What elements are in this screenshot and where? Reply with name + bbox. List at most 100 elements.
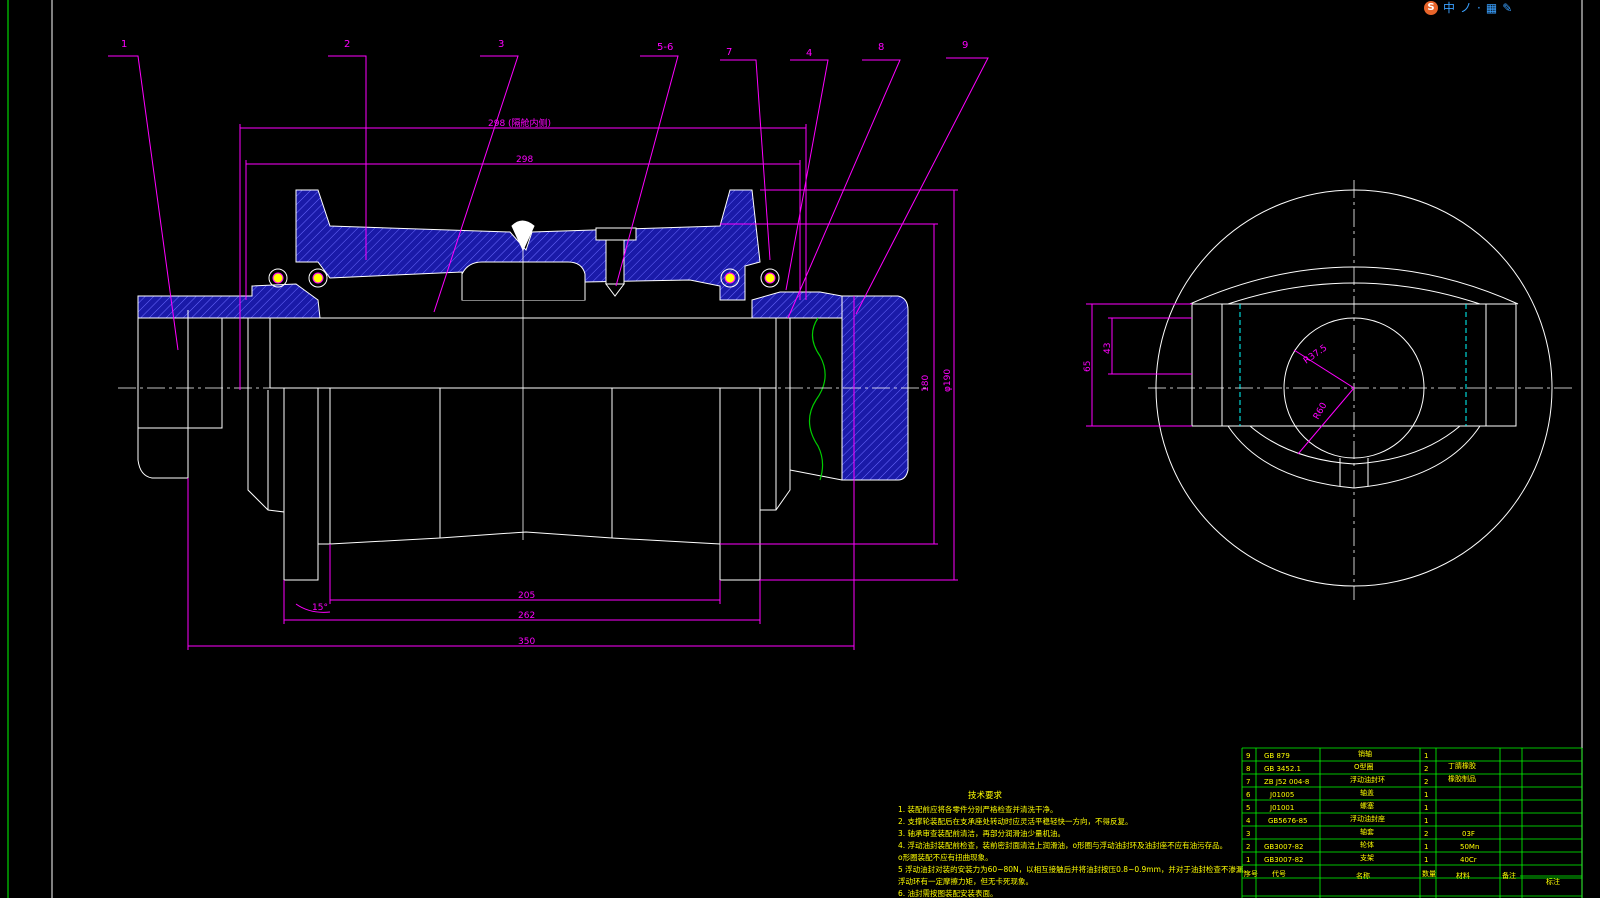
dim-side-inner: 43: [1103, 343, 1113, 354]
bom-rows: 9 GB 879 销轴 1 8 GB 3452.1 O型圈 2 丁腈橡胶 7 Z…: [1244, 749, 1560, 886]
bom-name: 浮动油封座: [1350, 814, 1385, 823]
note-line: 1. 装配前应将各零件分别严格检查并清洗干净。: [898, 804, 1058, 814]
balloon-5-6: 5-6: [657, 42, 673, 53]
bom-material: 40Cr: [1460, 856, 1477, 864]
balloon-1: 1: [121, 39, 127, 50]
bom-code: GB3007-82: [1264, 856, 1303, 864]
bom-name: 螺塞: [1360, 801, 1374, 810]
bom-no: 3: [1246, 830, 1250, 838]
ime-moon-icon[interactable]: ノ: [1460, 1, 1473, 15]
balloon-7: 7: [726, 47, 732, 58]
left-bearing: [268, 268, 328, 288]
technical-notes: 技术要求 1. 装配前应将各零件分别严格检查并清洗干净。 2. 支撑轮装配后在支…: [898, 790, 1251, 898]
lower-outline: [137, 310, 843, 581]
note-line: 6. 油封需按图装配安装表面。: [898, 888, 998, 898]
bolt-shank: [605, 239, 625, 285]
bom-header-name: 名称: [1356, 871, 1370, 880]
part-balloons: 1 2 3 5-6 7 4 8 9: [121, 39, 968, 59]
dim-bottom-inner: 205: [518, 591, 535, 601]
bom-qty: 1: [1424, 843, 1428, 851]
bom-name: 销轴: [1358, 749, 1372, 758]
bom-name: O型圈: [1354, 762, 1374, 771]
bom-header-code: 代号: [1272, 869, 1286, 878]
bom-code: ZB J52 004-8: [1264, 778, 1309, 786]
bom-qty: 1: [1424, 817, 1428, 825]
bom-qty: 2: [1424, 830, 1428, 838]
ime-skin-icon[interactable]: ✎: [1502, 1, 1513, 15]
ime-toolbar: S 中 ノ · ▦ ✎: [1420, 0, 1600, 16]
dim-bottom-mid: 262: [518, 611, 535, 621]
bom-qty: 1: [1424, 856, 1428, 864]
ime-keyboard-icon[interactable]: ▦: [1485, 1, 1498, 15]
bom-name: 轴套: [1360, 827, 1374, 836]
dim-chamfer: 15°: [312, 603, 328, 613]
side-view-dimensions: [1086, 303, 1355, 455]
bom-code: GB5676-85: [1268, 817, 1307, 825]
note-line: 2. 支撑轮装配后在支承座处转动时应灵活平稳轻快一方向，不得反复。: [898, 816, 1133, 826]
dim-diameter-small: 180: [921, 375, 931, 392]
bom-code: GB3007-82: [1264, 843, 1303, 851]
bom-name: 浮动油封环: [1350, 775, 1385, 784]
bom-code: J01001: [1269, 804, 1294, 812]
side-view: [1148, 180, 1572, 600]
bom-code: J01005: [1269, 791, 1294, 799]
bom-qty: 1: [1424, 752, 1428, 760]
note-line: 5 浮动油封对装的安装力为60~80N，以相互接触后并将油封按压0.8~0.9m…: [898, 864, 1251, 874]
dim-side-radius-inner: R60: [1312, 401, 1330, 422]
right-bearing: [720, 268, 780, 288]
note-line: 浮动环有一定摩擦力矩，但无卡死现象。: [898, 876, 1033, 886]
bom-no: 2: [1246, 843, 1250, 851]
leader-lines: [108, 55, 989, 351]
dim-side-radius-outer: R37.5: [1302, 343, 1329, 366]
ime-mode-button[interactable]: 中: [1443, 1, 1456, 15]
bom-table: 9 GB 879 销轴 1 8 GB 3452.1 O型圈 2 丁腈橡胶 7 Z…: [1241, 747, 1583, 898]
bom-name: 支架: [1360, 853, 1374, 862]
bom-header-no: 序号: [1244, 869, 1258, 878]
bom-header-extra: 标注: [1546, 877, 1560, 886]
bom-name: 轮体: [1360, 840, 1374, 849]
front-section-view: [118, 189, 930, 581]
notes-title: 技术要求: [968, 790, 1003, 801]
side-view-hidden-lines: [1239, 304, 1467, 426]
dimension-lines: [187, 124, 958, 650]
bom-grid: [1241, 747, 1583, 898]
bom-name: 轴盖: [1360, 788, 1374, 797]
dim-side-height: 65: [1083, 361, 1093, 372]
bom-qty: 1: [1424, 804, 1428, 812]
dim-top-inner: 298: [516, 155, 533, 165]
balloon-2: 2: [344, 39, 350, 50]
bom-no: 7: [1246, 778, 1250, 786]
break-line: [808, 317, 826, 481]
balloon-4: 4: [806, 48, 812, 59]
dim-top-overall: 298 (隔舱内侧): [488, 117, 551, 129]
balloon-3: 3: [498, 39, 504, 50]
bom-material: 03F: [1462, 830, 1475, 838]
note-line: 3. 轴承审查装配前清洁，再部分润滑油少量机油。: [898, 828, 1065, 838]
dimension-labels: 298 (隔舱内侧) 298 205 262 350 15° 180 φ190: [312, 117, 953, 647]
bom-header-qty: 数量: [1422, 869, 1436, 878]
bom-header-material: 材料: [1456, 871, 1470, 880]
bom-qty: 1: [1424, 791, 1428, 799]
dim-diameter-large: φ190: [943, 369, 953, 392]
bom-material: 50Mn: [1460, 843, 1479, 851]
bom-qty: 2: [1424, 765, 1428, 773]
bom-no: 1: [1246, 856, 1250, 864]
bom-no: 4: [1246, 817, 1251, 825]
bom-qty: 2: [1424, 778, 1428, 786]
bom-no: 8: [1246, 765, 1250, 773]
bom-code: GB 879: [1264, 752, 1290, 760]
bom-code: GB 3452.1: [1264, 765, 1301, 773]
dim-bottom-overall: 350: [518, 637, 535, 647]
drawing-frame: [7, 0, 1583, 898]
note-line: o形圈装配不应有扭曲现象。: [898, 852, 993, 862]
bom-note: 丁腈橡胶: [1448, 761, 1476, 770]
bom-no: 9: [1246, 752, 1250, 760]
balloon-8: 8: [878, 42, 884, 53]
bom-no: 6: [1246, 791, 1251, 799]
shaft-section-band: [137, 283, 321, 319]
bom-no: 5: [1246, 804, 1250, 812]
ime-punct-icon[interactable]: ·: [1477, 1, 1481, 15]
sogou-logo-icon[interactable]: S: [1424, 1, 1438, 15]
balloon-9: 9: [962, 40, 968, 51]
